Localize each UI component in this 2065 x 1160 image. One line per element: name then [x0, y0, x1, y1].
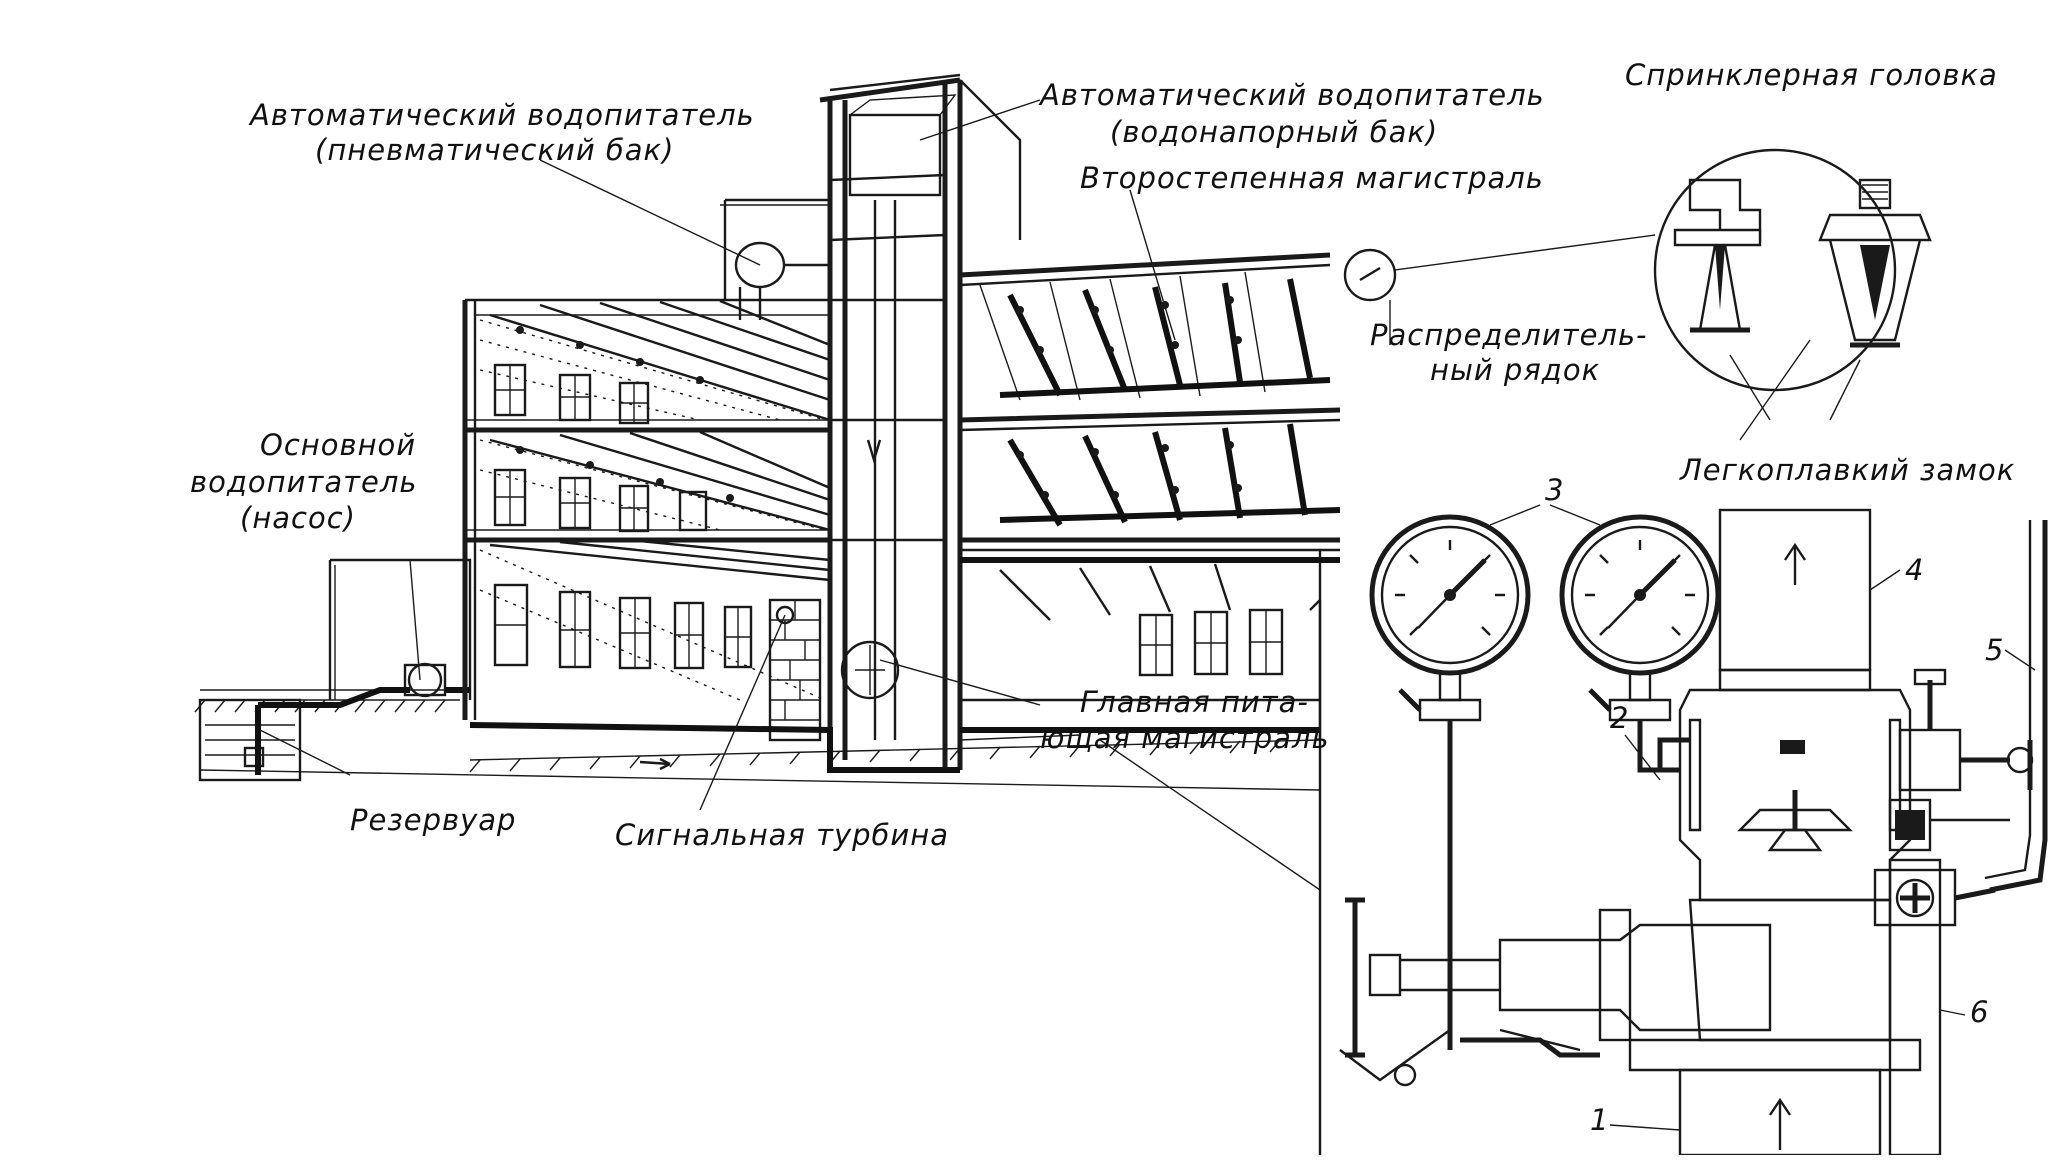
pressure-gauge-right — [1559, 514, 1721, 773]
label-main-feed-line2: ющая магистраль — [1040, 721, 1330, 755]
part-numbers: 1 2 3 4 5 6 — [1545, 473, 2003, 1137]
pump-shed — [258, 558, 472, 708]
label-sprinkler-head: Спринклерная головка — [1625, 58, 1998, 92]
part-number-6: 6 — [1970, 995, 1988, 1029]
part-number-3: 3 — [1545, 473, 1563, 507]
label-fusible-lock: Легкоплавкий замок — [1679, 453, 2015, 487]
side-valve-assembly — [1888, 668, 2034, 852]
label-main-feed-line1: Главная пита- — [1080, 685, 1309, 719]
label-signal-turbine: Сигнальная турбина — [615, 818, 949, 852]
part-number-2: 2 — [1610, 701, 1628, 735]
label-reservoir: Резервуар — [350, 803, 516, 837]
label-main-supply-line2: водопитатель — [190, 465, 417, 499]
part-number-1: 1 — [1590, 1103, 1608, 1137]
label-pneumatic-tank-line2: (пневматический бак) — [315, 133, 674, 167]
sprinkler-head-detail — [1653, 148, 1932, 392]
water-tower-structure — [469, 73, 1320, 773]
label-water-tower-line1: Автоматический водопитатель — [1038, 78, 1545, 112]
label-distribution-row-line1: Распределитель- — [1370, 318, 1648, 352]
outlet-pipe-4 — [1718, 508, 1872, 692]
part-number-leaders — [1489, 504, 2036, 1131]
drain-pipe-5 — [1984, 520, 2048, 893]
label-secondary-main: Второстепенная магистраль — [1080, 161, 1544, 195]
part-number-5: 5 — [1985, 633, 2003, 667]
inlet-pipe-1 — [1628, 898, 1922, 1157]
building-cutaway — [194, 73, 1397, 791]
label-distribution-row-line2: ный рядок — [1430, 353, 1600, 387]
part-number-4: 4 — [1905, 553, 1923, 587]
callout-labels: Автоматический водопитатель (пневматичес… — [190, 58, 2015, 852]
label-main-supply-line3: (насос) — [240, 501, 356, 535]
label-water-tower-line2: (водонапорный бак) — [1110, 115, 1438, 149]
leader-lines — [259, 99, 1861, 891]
alarm-valve-body-2 — [1657, 688, 1912, 902]
pressure-gauge-left — [1369, 514, 1531, 1050]
label-main-supply-line1: Основной — [260, 428, 416, 462]
label-pneumatic-tank-line1: Автоматический водопитатель — [248, 98, 755, 132]
reservoir-tank — [198, 698, 302, 782]
valve-assembly-inset — [1309, 508, 2048, 1157]
bypass-valve — [1339, 897, 1772, 1087]
left-building-block — [462, 298, 831, 720]
